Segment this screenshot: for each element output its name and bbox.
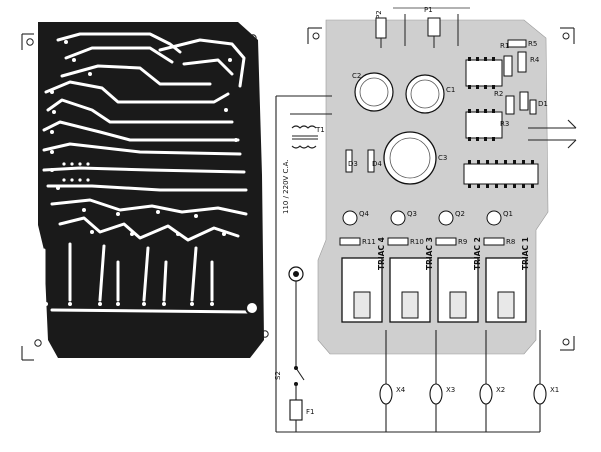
- lamp-x2: X2: [479, 330, 505, 432]
- label-c3: C3: [438, 154, 447, 162]
- fuse-f1: F1: [289, 399, 314, 432]
- label-d4: D4: [372, 160, 382, 168]
- svg-text:Q3: Q3: [407, 210, 417, 218]
- label-r5: R5: [528, 40, 537, 48]
- label-p2: P2: [375, 10, 383, 19]
- ic-upper: [465, 57, 503, 89]
- mount-hole-top-left: [26, 38, 34, 46]
- label-x2: X2: [496, 386, 505, 394]
- label-x1: X1: [550, 386, 559, 394]
- triac-1: TRIAC 1: [485, 237, 530, 323]
- ic-middle: [465, 109, 503, 141]
- mount-hole-br: [562, 338, 570, 346]
- mount-hole-tr: [562, 32, 570, 40]
- transistor-q2: Q2: [438, 210, 465, 226]
- transistor-row: Q4 Q3 Q2 Q1: [342, 210, 513, 226]
- label-x3: X3: [446, 386, 455, 394]
- transistor-q4: Q4: [342, 210, 370, 226]
- diode-d4: D4: [367, 149, 382, 173]
- registration-mark-top-left: [21, 33, 34, 50]
- label-mains: 110 / 220V C.A.: [282, 159, 290, 214]
- label-r4: R4: [530, 56, 540, 64]
- label-r3: R3: [500, 120, 509, 128]
- svg-text:TRIAC 4: TRIAC 4: [377, 237, 386, 270]
- input-terminal: [528, 119, 577, 149]
- label-c2: C2: [352, 72, 361, 80]
- solder-pads: [44, 40, 238, 306]
- capacitor-c1: C1: [405, 74, 455, 114]
- resistor-r4: R4: [517, 51, 540, 73]
- resistor-r5: R5: [507, 39, 537, 48]
- capacitor-c2: C2: [352, 72, 394, 112]
- triac-4: TRIAC 4: [341, 237, 386, 323]
- label-d3: D3: [348, 160, 358, 168]
- label-x4: X4: [396, 386, 406, 394]
- pcb-copper-pattern: [21, 22, 269, 361]
- ic-lower: [463, 160, 539, 188]
- label-s2: S2: [274, 371, 282, 380]
- label-f1: F1: [306, 408, 314, 416]
- mains-wiring: 110 / 220V C.A.: [275, 95, 540, 433]
- diode-d3: D3: [345, 149, 358, 173]
- svg-text:Q1: Q1: [503, 210, 513, 218]
- pcb-component-layout: P2 P1 C2 C1 C3: [274, 6, 577, 433]
- switch-s2: S2: [274, 352, 305, 400]
- label-c1: C1: [446, 86, 455, 94]
- isolation-channels: [42, 32, 252, 314]
- heatsink-pad: [245, 301, 259, 315]
- triac-2: TRIAC 2: [437, 237, 482, 323]
- lamp-x1: X1: [533, 330, 559, 432]
- label-r2: R2: [494, 90, 503, 98]
- resistor-r1: R1: [500, 42, 513, 77]
- label-d1: D1: [538, 100, 548, 108]
- pot-p1: P1: [424, 6, 441, 48]
- resistor-r2: R2: [494, 90, 515, 115]
- transistor-q1: Q1: [486, 210, 513, 226]
- pot-p2: P2: [375, 10, 387, 48]
- resistor-row: R11 R10 R9 R8: [339, 237, 515, 246]
- svg-text:TRIAC 2: TRIAC 2: [473, 237, 482, 270]
- lamp-x4: X4: [379, 330, 406, 432]
- label-r1: R1: [500, 42, 509, 50]
- registration-mark-bottom-left: [21, 346, 34, 361]
- resistor-r3: R3: [500, 91, 529, 128]
- diode-d1: D1: [529, 99, 548, 115]
- mount-hole-tl: [312, 32, 320, 40]
- svg-text:R10: R10: [410, 238, 424, 246]
- capacitor-c3: C3: [383, 131, 447, 185]
- lamp-x3: X3: [429, 330, 455, 432]
- transformer-t1: T1: [291, 125, 325, 149]
- mount-hole-bottom-left: [34, 339, 42, 347]
- transistor-q3: Q3: [390, 210, 417, 226]
- svg-text:Q2: Q2: [455, 210, 465, 218]
- label-t1: T1: [315, 126, 325, 134]
- svg-text:R11: R11: [362, 238, 376, 246]
- svg-text:TRIAC 3: TRIAC 3: [425, 237, 434, 270]
- label-p1: P1: [424, 6, 433, 14]
- svg-text:R9: R9: [458, 238, 467, 246]
- svg-text:R8: R8: [506, 238, 515, 246]
- svg-text:TRIAC 1: TRIAC 1: [521, 237, 530, 270]
- triac-3: TRIAC 3: [389, 237, 434, 323]
- svg-text:Q4: Q4: [359, 210, 370, 218]
